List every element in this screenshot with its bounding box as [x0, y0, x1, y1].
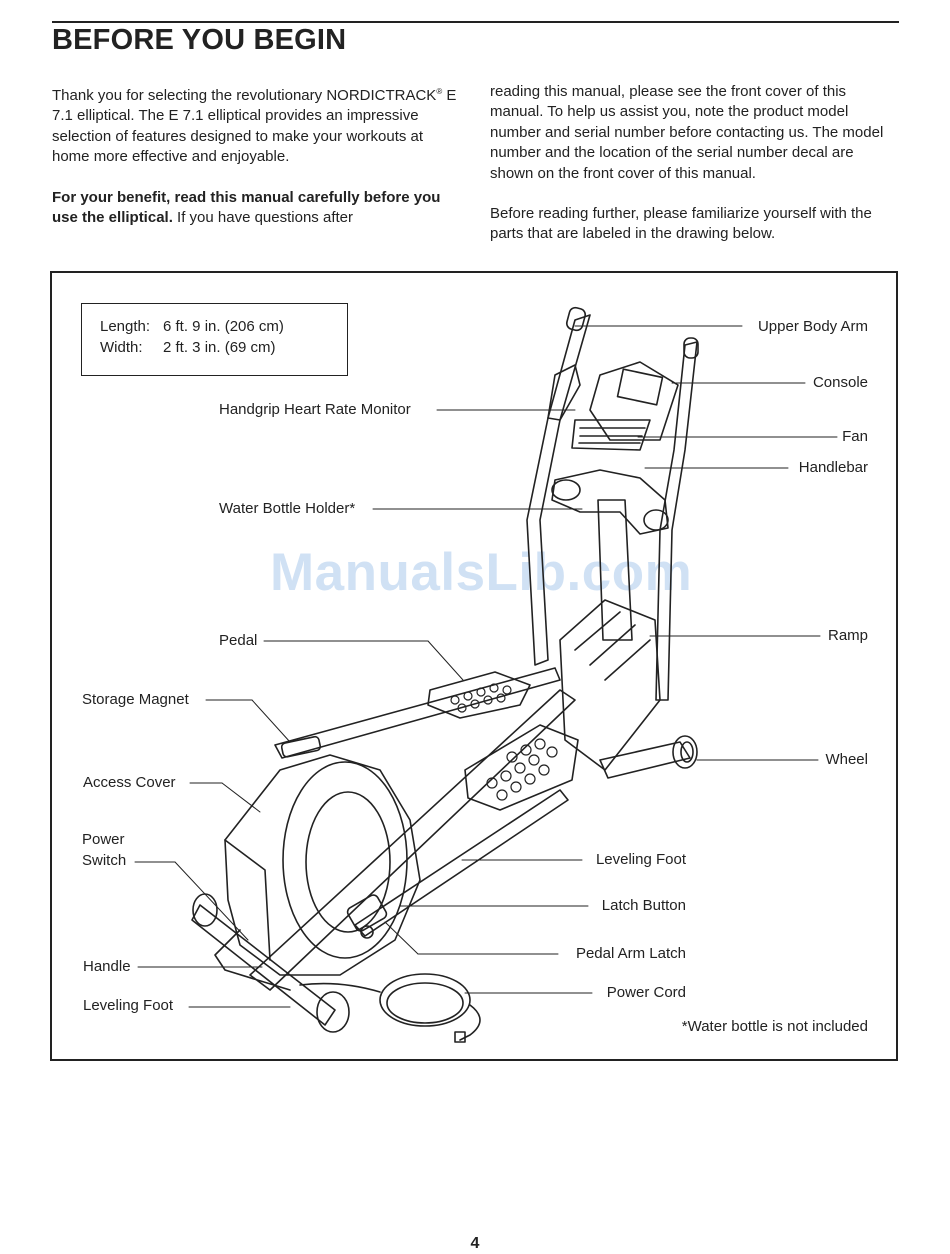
intro-paragraph-4: Before reading further, please familiari… [490, 205, 872, 243]
pedal-arm-rear [274, 667, 561, 759]
handlebar-end-right [643, 509, 669, 531]
upper-arm-right [655, 341, 698, 701]
length-value: 6 ft. 9 in. (206 cm) [163, 318, 284, 335]
page-number: 4 [470, 1235, 480, 1252]
label-upper-body-arm: Upper Body Arm [757, 318, 868, 335]
rear-foot-right [316, 991, 350, 1033]
pedal-front [464, 724, 579, 811]
plug [454, 1031, 466, 1043]
intro-text-a: Thank you for selecting the revolutionar… [52, 87, 437, 104]
label-wheel: Wheel [825, 751, 868, 768]
handle-shape [214, 929, 291, 991]
intro-column-left: Thank you for selecting the revolutionar… [52, 82, 462, 248]
label-handle: Handle [83, 958, 131, 975]
fan-grille [571, 419, 651, 451]
ramp-lines [574, 611, 651, 681]
wheel-hub [680, 741, 694, 763]
label-water-bottle-holder: Water Bottle Holder* [219, 500, 356, 517]
footnote-water-bottle: *Water bottle is not included [681, 1018, 868, 1035]
label-leveling-foot-right: Leveling Foot [595, 851, 686, 868]
front-stabilizer [599, 741, 691, 779]
label-storage-magnet: Storage Magnet [82, 691, 189, 708]
ramp-shape [559, 599, 661, 771]
upright-post [597, 499, 633, 641]
label-handgrip-heart-rate-monitor: Handgrip Heart Rate Monitor [219, 401, 411, 418]
pedal-arm-latch-shape [360, 925, 374, 939]
intro-text-b: E 7.1 elliptical. The E 7.1 elliptical p… [52, 87, 457, 166]
label-power-cord: Power Cord [606, 984, 686, 1001]
label-ramp: Ramp [827, 627, 868, 644]
intro-paragraph-2: For your benefit, read this manual caref… [52, 188, 462, 229]
top-rule [52, 21, 899, 23]
power-cord-coil [379, 973, 471, 1027]
label-access-cover: Access Cover [83, 774, 176, 791]
flywheel-housing [224, 754, 421, 976]
intro-paragraph-1: Thank you for selecting the revolutionar… [52, 82, 462, 168]
label-power-switch-line2: Switch [82, 852, 127, 869]
intro-column-right: reading this manual, please see the fron… [490, 82, 900, 265]
storage-magnet [280, 735, 322, 758]
upper-arm-left [526, 314, 591, 666]
wheel-shape [672, 735, 698, 769]
watermark: ManualsLib.com [270, 543, 693, 602]
arm-grip-cap-left [565, 306, 587, 332]
leader-lines [134, 325, 838, 1008]
bold-instruction: For your benefit, read this manual caref… [52, 188, 441, 227]
label-pedal: Pedal [219, 632, 258, 649]
length-label: Length: [100, 318, 151, 335]
label-fan: Fan [842, 428, 868, 445]
intro-paragraph-3: reading this manual, please see the fron… [490, 83, 884, 182]
arm-grip-cap-right [683, 337, 699, 359]
latch-button-shape [346, 894, 388, 932]
handgrip-sensor [547, 364, 581, 421]
base-rail [249, 689, 576, 991]
width-label: Width: [100, 338, 143, 356]
width-value: 2 ft. 3 in. (69 cm) [163, 338, 276, 356]
rear-stabilizer [191, 904, 336, 1026]
console-shape [589, 361, 679, 441]
label-latch-button: Latch Button [601, 897, 686, 914]
dimensions-box: Length: 6 ft. 9 in. (206 cm) Width: 2 ft. … [81, 303, 348, 376]
power-cord-coil-inner [386, 982, 464, 1024]
label-console: Console [812, 374, 868, 391]
console-screen [616, 368, 664, 406]
flywheel-disc [282, 761, 408, 959]
diagram-frame [50, 271, 898, 1061]
label-power-switch-line1: Power [82, 831, 125, 848]
access-cover-edge [224, 839, 271, 961]
intro-text-c: If you have questions after [172, 209, 353, 227]
label-leveling-foot-left: Leveling Foot [83, 997, 174, 1014]
label-handlebar: Handlebar [798, 459, 868, 476]
fan-lines [578, 427, 646, 444]
pedal-treads [450, 683, 558, 801]
section-title: BEFORE YOU BEGIN [52, 24, 347, 56]
label-pedal-arm-latch: Pedal Arm Latch [575, 945, 686, 962]
flywheel-inner [305, 791, 391, 933]
registered-mark: ® [436, 87, 443, 96]
handlebar-shape [551, 469, 669, 535]
pedal-rear [427, 671, 531, 719]
handlebar-end-left [551, 479, 581, 501]
power-cord-line [299, 982, 481, 1041]
